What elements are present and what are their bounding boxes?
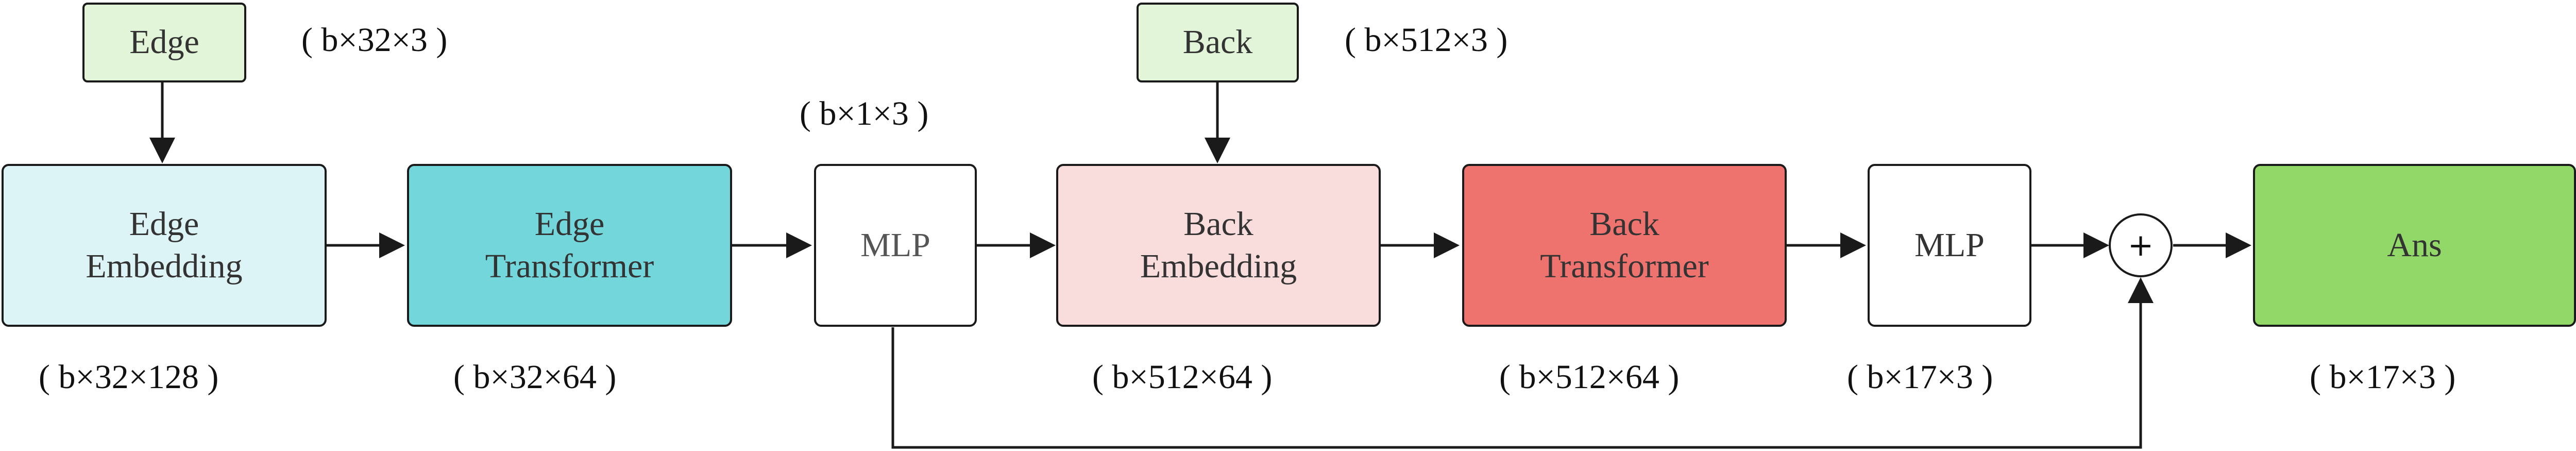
edge-transformer-node: Edge Transformer (407, 164, 732, 327)
back-embedding-dim: ( b×512×64 ) (1092, 358, 1273, 396)
sum-node: + (2109, 213, 2173, 277)
edge-input-dim: ( b×32×3 ) (301, 21, 448, 59)
edge-transformer-line1: Edge (534, 205, 605, 243)
edge-embedding-dim: ( b×32×128 ) (39, 358, 219, 396)
back-transformer-node: Back Transformer (1462, 164, 1787, 327)
mlp-2-label: MLP (1914, 226, 1985, 264)
back-transformer-line1: Back (1589, 205, 1659, 243)
back-input-dim: ( b×512×3 ) (1345, 21, 1508, 59)
edge-transformer-line2: Transformer (485, 247, 654, 285)
mlp-1-node: MLP (814, 164, 977, 327)
edge-input-node: Edge (82, 3, 246, 82)
ans-node: Ans (2253, 164, 2576, 327)
back-embedding-node: Back Embedding (1056, 164, 1381, 327)
back-transformer-line2: Transformer (1540, 247, 1709, 285)
edge-input-label: Edge (129, 23, 199, 61)
back-input-node: Back (1137, 3, 1299, 82)
edge-embedding-node: Edge Embedding (2, 164, 327, 327)
mlp-1-dim: ( b×1×3 ) (800, 95, 929, 132)
mlp-2-node: MLP (1868, 164, 2031, 327)
edge-embedding-line1: Edge (129, 205, 199, 243)
back-embedding-line2: Embedding (1140, 247, 1297, 285)
ans-label: Ans (2387, 226, 2442, 264)
plus-icon: + (2127, 227, 2154, 263)
edge-transformer-dim: ( b×32×64 ) (453, 358, 617, 396)
skip-connection-arrow (891, 277, 2154, 449)
back-transformer-dim: ( b×512×64 ) (1499, 358, 1680, 396)
mlp-1-label: MLP (860, 226, 930, 264)
back-embedding-line1: Back (1183, 205, 1253, 243)
back-input-label: Back (1182, 23, 1253, 61)
mlp-2-dim: ( b×17×3 ) (1847, 358, 1993, 396)
ans-dim: ( b×17×3 ) (2310, 358, 2456, 396)
edge-embedding-line2: Embedding (86, 247, 243, 285)
